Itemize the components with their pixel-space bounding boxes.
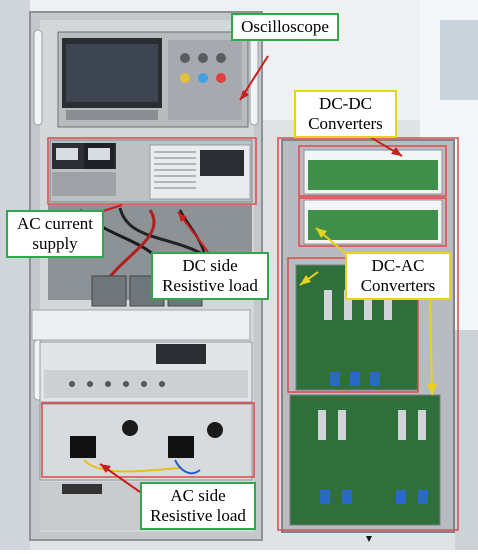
oscilloscope-label: Oscilloscope (231, 13, 339, 41)
lower-rack-equipment (39, 341, 253, 530)
ac-current-supply-label: AC current supply (6, 210, 104, 258)
ac-load-label-line2: Resistive load (150, 506, 246, 525)
bottom-marker-icon (366, 536, 372, 542)
dc-side-resistive-load-label: DC side Resistive load (151, 252, 269, 300)
dc-ac-label-line1: DC-AC (371, 256, 425, 275)
dc-dc-converters-label: DC-DC Converters (294, 90, 397, 138)
dc-ac-label-line2: Converters (360, 276, 436, 295)
ac-current-label-line2: supply (32, 234, 78, 253)
dc-dc-label-line2: Converters (308, 114, 383, 133)
dc-ac-converters-label: DC-AC Converters (345, 252, 451, 300)
dc-load-label-line2: Resistive load (162, 276, 258, 295)
power-supply-devices (49, 139, 253, 203)
converter-rack (281, 139, 455, 533)
dc-load-label-line1: DC side (182, 256, 238, 275)
dc-dc-label-line1: DC-DC (319, 94, 372, 113)
oscilloscope-label-text: Oscilloscope (241, 17, 329, 36)
equipment-shelf (31, 309, 251, 341)
ac-current-label-line1: AC current (16, 214, 93, 233)
ac-side-resistive-load-label: AC side Resistive load (140, 482, 256, 530)
oscilloscope-device (57, 31, 249, 128)
ac-load-label-line1: AC side (170, 486, 226, 505)
